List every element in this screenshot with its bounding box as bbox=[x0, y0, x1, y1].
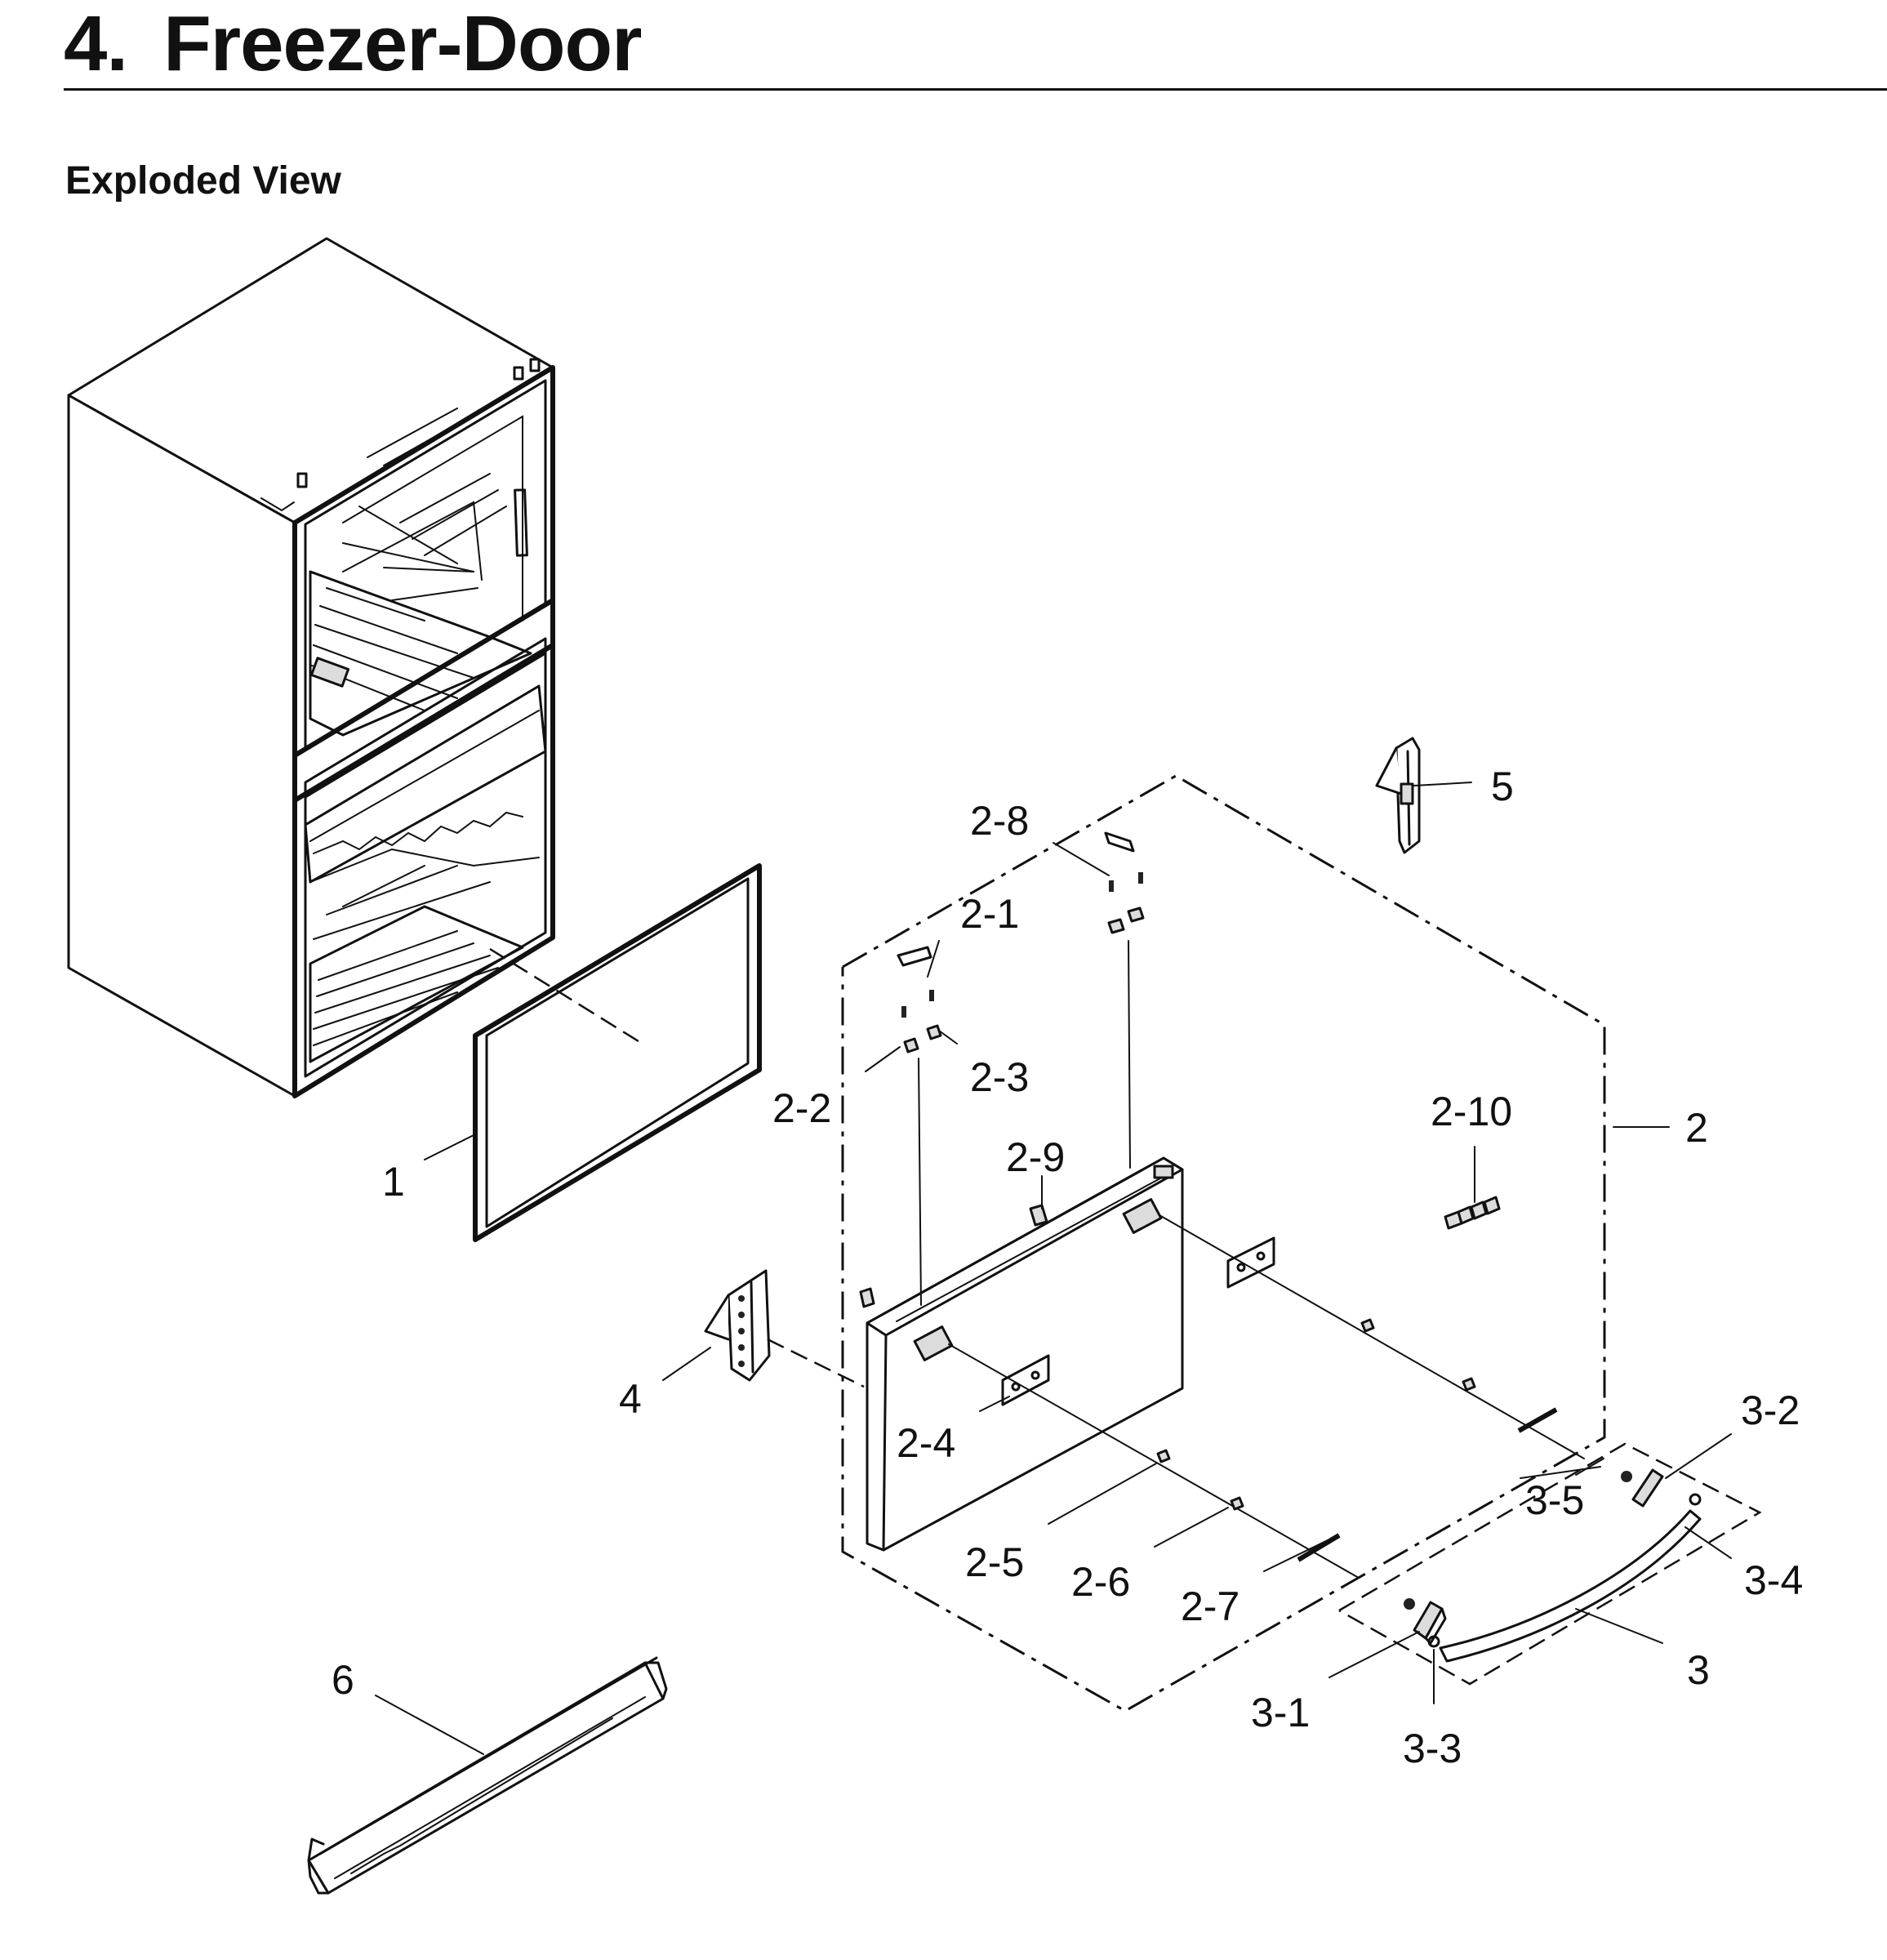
section-number: 4. bbox=[64, 0, 128, 87]
callout-5: 5 bbox=[1491, 764, 1514, 809]
callout-2-8: 2-8 bbox=[970, 798, 1029, 844]
leader-lines bbox=[375, 782, 1732, 1755]
lower-hinge bbox=[704, 1269, 865, 1388]
callout-2-10: 2-10 bbox=[1431, 1089, 1512, 1134]
callout-4: 4 bbox=[619, 1376, 642, 1422]
handle-assembly bbox=[1338, 1442, 1762, 1686]
callout-2: 2 bbox=[1685, 1105, 1708, 1151]
callout-3-1: 3-1 bbox=[1251, 1690, 1310, 1735]
hinge-hardware bbox=[859, 831, 1501, 1308]
callout-6: 6 bbox=[332, 1657, 354, 1703]
callout-3-5: 3-5 bbox=[1525, 1477, 1584, 1523]
callout-1: 1 bbox=[382, 1159, 405, 1205]
door-panel bbox=[866, 1156, 1184, 1552]
refrigerator-cabinet bbox=[67, 237, 555, 1098]
gasket bbox=[473, 863, 762, 1242]
callout-2-2: 2-2 bbox=[772, 1085, 831, 1131]
callout-2-7: 2-7 bbox=[1181, 1584, 1239, 1629]
callout-2-1: 2-1 bbox=[960, 891, 1019, 937]
callout-2-9: 2-9 bbox=[1006, 1134, 1065, 1180]
callout-3-3: 3-3 bbox=[1403, 1726, 1462, 1771]
callout-labels: 1 2 2-1 2-2 2-3 2-4 2-5 2-6 2-7 2-8 2-9 … bbox=[332, 764, 1803, 1771]
exploded-view-label: Exploded View bbox=[65, 159, 341, 203]
callout-3-2: 3-2 bbox=[1741, 1388, 1800, 1433]
callout-2-6: 2-6 bbox=[1071, 1559, 1130, 1605]
callout-2-4: 2-4 bbox=[897, 1420, 955, 1466]
door-bin bbox=[307, 1656, 668, 1895]
callout-2-3: 2-3 bbox=[970, 1054, 1029, 1100]
heading-rule bbox=[64, 88, 1887, 91]
callout-3-4: 3-4 bbox=[1744, 1557, 1803, 1603]
upper-hinge bbox=[1375, 737, 1421, 854]
door-handle-mounts bbox=[948, 1214, 1585, 1579]
callout-3: 3 bbox=[1687, 1647, 1710, 1693]
section-heading: 4.Freezer-Door bbox=[64, 5, 643, 83]
callout-2-5: 2-5 bbox=[965, 1539, 1024, 1585]
section-title: Freezer-Door bbox=[163, 0, 642, 87]
door-assembly-outline bbox=[841, 774, 1606, 1713]
